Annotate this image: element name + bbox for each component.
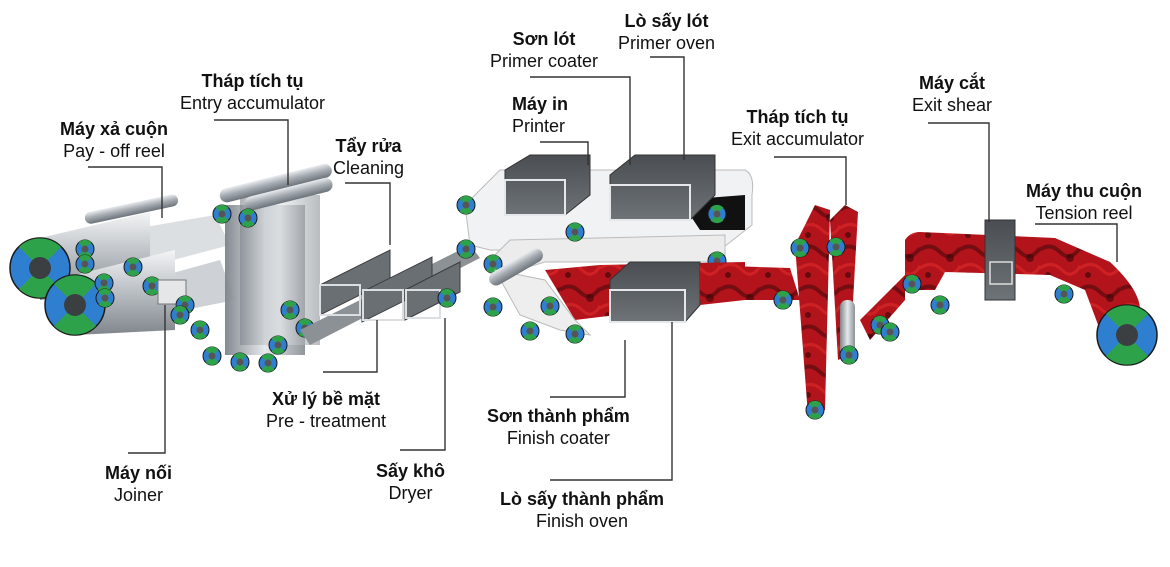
label-vi: Xử lý bề mặt [271,389,381,409]
leader-finish-oven [550,322,673,481]
label-finish-coater: Sơn thành phẩm Finish coater [487,405,630,449]
label-printer: Máy in Printer [512,93,568,137]
label-pretreatment: Xử lý bề mặt Pre - treatment [266,388,386,432]
label-en: Exit accumulator [731,129,865,149]
label-en: Dryer [388,483,433,503]
leader-entry-acc [214,119,289,185]
label-entry-accumulator: Tháp tích tụ Entry accumulator [180,70,325,114]
label-vi: Máy in [512,94,569,114]
leader-printer [540,141,589,165]
payoff-coil-lower [44,250,175,336]
finish-oven-unit [609,261,701,323]
exit-shear-unit [984,219,1016,301]
primer-printer-section [456,154,754,274]
label-vi: Tháp tích tụ [746,107,849,127]
label-en: Tension reel [1035,203,1133,223]
label-dryer: Sấy khô Dryer [376,460,445,504]
label-en: Primer coater [490,51,599,71]
label-cleaning: Tẩy rửa Cleaning [333,135,404,179]
label-finish-oven: Lò sấy thành phẩm Finish oven [500,488,664,532]
exit-accumulator-section [700,205,905,420]
label-en: Exit shear [912,95,993,115]
printer-unit [504,154,591,216]
label-en: Finish oven [535,511,629,531]
leader-primer-coater [530,76,631,165]
label-vi: Tẩy rửa [335,136,402,156]
label-en: Pre - treatment [266,411,387,431]
label-exit-shear: Máy cắt Exit shear [912,72,992,116]
label-en: Finish coater [506,428,610,448]
label-vi: Máy nối [105,463,173,483]
label-primer-coater: Sơn lót Primer coater [490,28,598,72]
label-en: Printer [512,116,566,136]
payoff-reel-section [9,194,235,336]
label-vi: Sơn thành phẩm [487,406,630,426]
leader-pretreatment [323,320,378,373]
leader-payoff [88,166,163,218]
label-vi: Máy xả cuộn [60,119,169,139]
leader-tension-reel [1035,223,1118,262]
leader-joiner [128,305,166,454]
label-tension-reel: Máy thu cuộn Tension reel [1026,180,1142,224]
label-en: Joiner [113,485,164,505]
leader-exit-shear [928,122,990,222]
leader-exit-acc [774,156,847,205]
label-vi: Máy thu cuộn [1026,181,1142,201]
label-en: Cleaning [333,158,405,178]
label-vi: Sơn lót [512,29,576,49]
label-en: Primer oven [618,33,716,53]
leader-finish-coater [550,340,626,398]
leader-dryer [400,318,446,451]
label-vi: Sấy khô [376,461,446,481]
pretreatment-tanks [300,245,480,345]
label-en: Pay - off reel [63,141,165,161]
label-joiner: Máy nối Joiner [105,462,172,506]
tension-reel-coil [1096,304,1158,366]
label-vi: Máy cắt [919,73,986,93]
label-en: Entry accumulator [180,93,326,113]
label-primer-oven: Lò sấy lót Primer oven [618,10,715,54]
finish-section [483,248,745,344]
leader-lines [88,56,1118,481]
entry-accumulator-section [170,163,333,373]
leader-cleaning [345,182,391,245]
label-vi: Lò sấy lót [624,11,709,31]
label-vi: Lò sấy thành phẩm [500,489,665,509]
primer-oven-unit [609,154,716,221]
label-exit-accumulator: Tháp tích tụ Exit accumulator [731,106,864,150]
leader-primer-oven [650,56,685,160]
label-payoff-reel: Máy xả cuộn Pay - off reel [60,118,168,162]
label-vi: Tháp tích tụ [201,71,304,91]
exit-shear-tension-section [880,219,1158,366]
